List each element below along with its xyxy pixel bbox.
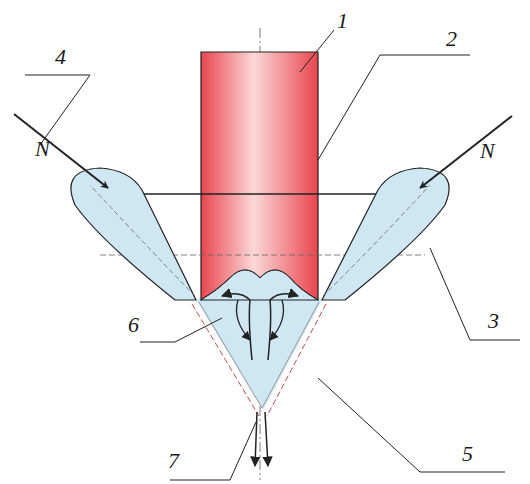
leader-line (300, 30, 334, 72)
nozzle-axis (90, 185, 195, 296)
leader-line (430, 248, 520, 340)
jet-arrow (265, 412, 268, 466)
callout-number: 7 (168, 450, 179, 472)
flow-arrow (268, 294, 298, 360)
leader-line (25, 75, 90, 145)
level-line (112, 193, 410, 194)
jet-arrow (255, 412, 257, 466)
electrode-rod (201, 52, 318, 300)
callout-number: 6 (128, 314, 139, 336)
flow-arrow (270, 300, 284, 340)
liquid-cap (201, 270, 318, 300)
callout-number: 4 (55, 46, 66, 68)
boundary-line (199, 302, 319, 408)
nozzle-left (71, 168, 196, 300)
flow-arrow (222, 294, 252, 360)
nozzle-right (322, 168, 449, 300)
force-label: N (480, 140, 495, 162)
callout-number: 5 (462, 443, 473, 465)
leader-line (318, 55, 470, 160)
leader-line (170, 422, 256, 480)
callout-number: 2 (446, 28, 457, 50)
nozzle-axis (323, 185, 430, 296)
flow-arrow (237, 300, 251, 340)
leader-line (140, 318, 222, 342)
leader-line (318, 378, 505, 472)
liquid-zone (196, 296, 322, 410)
callout-number: 1 (337, 10, 348, 32)
callout-number: 3 (488, 310, 499, 332)
boundary-line (267, 304, 326, 416)
force-label: N (35, 138, 50, 160)
force-arrow (420, 116, 512, 188)
force-arrow (14, 114, 108, 188)
